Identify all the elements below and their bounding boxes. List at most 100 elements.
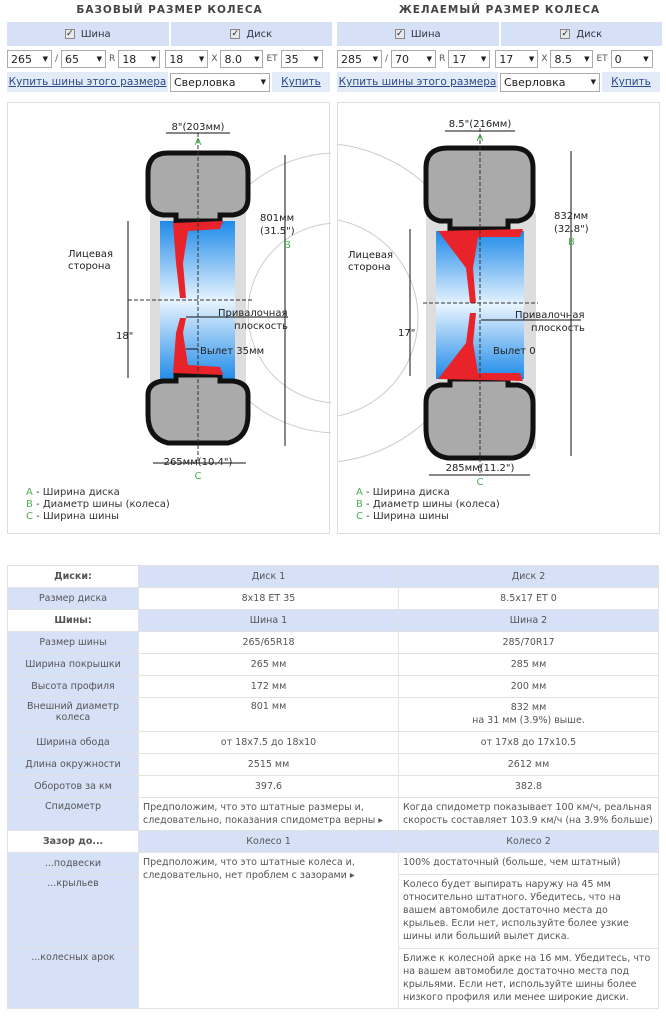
row-label: ...колесных арок [7, 948, 139, 1009]
tire-width-label: 265мм(10.4") [164, 457, 233, 468]
rim-size-label: 18" [116, 331, 133, 342]
desired-disk-width-select[interactable]: 8.5▼ [550, 50, 594, 68]
mount-label-1: Привалочная [218, 308, 288, 319]
mark-b: B [568, 237, 575, 248]
table-row: ...крыльев Колесо будет выпирать наружу … [7, 874, 659, 949]
dropdown-arrow-icon: ▼ [426, 55, 433, 63]
mount-label-2: плоскость [234, 321, 288, 332]
checkbox-icon[interactable]: ✓ [560, 29, 571, 39]
checkbox-icon[interactable]: ✓ [64, 29, 75, 39]
legend: A - Ширина диска B - Диаметр шины (колес… [356, 487, 500, 522]
clearance-note-1[interactable]: Предположим, что это штатные колеса и, с… [138, 852, 399, 1009]
desired-tire-width-select[interactable]: 285▼ [337, 50, 382, 68]
base-disk-toggle[interactable]: ✓Диск [170, 22, 332, 46]
table-row: Шины: Шина 1 Шина 2 [7, 609, 659, 632]
mark-b: B [284, 240, 291, 251]
checkbox-icon[interactable]: ✓ [394, 29, 405, 39]
base-tire-toggle[interactable]: ✓ Шина [7, 22, 169, 46]
desired-wheel-drawing: 8.5"(216мм) A 832мм (32.8") B Лицевая ст… [338, 119, 589, 488]
desired-drilling-select[interactable]: Сверловка▼ [500, 72, 600, 92]
r-label: R [439, 54, 446, 64]
disk2-header: Диск 2 [398, 565, 659, 588]
row-label: Размер диска [7, 587, 139, 610]
base-drilling-select[interactable]: Сверловка▼ [170, 72, 270, 92]
rim-size-label: 17" [398, 328, 415, 339]
cell-value: от 17x8 до 17x10.5 [398, 731, 659, 754]
tire-label: Шина [410, 28, 441, 40]
mount-label-2: плоскость [531, 323, 585, 334]
tire-label: Шина [80, 28, 111, 40]
table-row: Ширина покрышки 265 мм 285 мм [7, 653, 659, 676]
desired-tire-diameter-select[interactable]: 17▼ [448, 50, 491, 68]
base-wheel-panel: БАЗОВЫЙ РАЗМЕР КОЛЕСА ✓Шина ✓Диск 265▼ /… [7, 0, 332, 92]
x-label: X [211, 54, 218, 64]
desired-disk-et-select[interactable]: 0▼ [610, 50, 653, 68]
cell-value: 8x18 ET 35 [138, 587, 399, 610]
desired-buy-tires-link[interactable]: Купить шины этого размера [337, 72, 498, 92]
rim-spoke [438, 313, 523, 381]
dropdown-arrow-icon: ▼ [260, 78, 266, 86]
base-disk-et-select[interactable]: 35▼ [280, 50, 323, 68]
desired-disk-toggle[interactable]: ✓Диск [500, 22, 662, 46]
diameter-mm: 801мм [260, 213, 294, 224]
base-title: БАЗОВЫЙ РАЗМЕР КОЛЕСА [76, 4, 263, 16]
table-row: ...подвески Предположим, что это штатные… [7, 852, 659, 1009]
base-wheel-diagram: 8"(203мм) A 801мм (31.5") B Лицевая стор… [7, 102, 331, 534]
face-label-2: сторона [348, 262, 391, 273]
dropdown-arrow-icon: ▼ [372, 55, 378, 63]
legend: A - Ширина диска B - Диаметр шины (колес… [26, 487, 170, 522]
dropdown-arrow-icon: ▼ [96, 55, 103, 63]
dropdown-arrow-icon: ▼ [254, 55, 260, 63]
cell-value: 397.6 [138, 775, 399, 798]
desired-tire-profile-select[interactable]: 70▼ [391, 50, 437, 68]
base-buy-tires-link[interactable]: Купить шины этого размера [7, 72, 168, 92]
mark-c: C [195, 471, 202, 482]
cell-value: Ближе к колесной арке на 16 мм. Убедитес… [398, 948, 659, 1009]
row-label: Оборотов за км [7, 775, 139, 798]
et-label: ET [596, 54, 608, 64]
row-label: Ширина покрышки [7, 653, 139, 676]
tire-width-label: 285мм(11.2") [446, 463, 515, 474]
row-label: Длина окружности [7, 753, 139, 776]
row-label: ...крыльев [7, 874, 139, 949]
cell-value: 8.5x17 ET 0 [398, 587, 659, 610]
row-label: Высота профиля [7, 675, 139, 698]
desired-disk-diameter-select[interactable]: 17▼ [495, 50, 539, 68]
base-buy-disk-link[interactable]: Купить [272, 72, 330, 92]
rim-spoke [173, 318, 223, 375]
desired-buy-disk-link[interactable]: Купить [602, 72, 660, 92]
base-disk-diameter-select[interactable]: 18▼ [165, 50, 209, 68]
et-label: ET [266, 54, 278, 64]
mount-label-1: Привалочная [515, 310, 585, 321]
cell-value: Колесо будет выпирать наружу на 45 мм от… [398, 874, 659, 949]
x-label: X [541, 54, 548, 64]
rim-spoke [438, 229, 523, 303]
tire1-header: Шина 1 [138, 609, 399, 632]
base-tire-profile-select[interactable]: 65▼ [61, 50, 107, 68]
speedo-note-1[interactable]: Предположим, что это штатные размеры и, … [138, 797, 399, 831]
table-row: Размер шины 265/65R18 285/70R17 [7, 631, 659, 654]
desired-tire-toggle[interactable]: ✓ Шина [337, 22, 499, 46]
table-row: Диски: Диск 1 Диск 2 [7, 565, 659, 588]
tires-header: Шины: [7, 609, 139, 632]
dropdown-arrow-icon: ▼ [42, 55, 48, 63]
dropdown-arrow-icon: ▼ [528, 55, 535, 63]
comparison-table: Диски: Диск 1 Диск 2 Размер диска 8x18 E… [7, 565, 659, 1009]
disk1-header: Диск 1 [138, 565, 399, 588]
cell-value: 265/65R18 [138, 631, 399, 654]
base-tire-diameter-select[interactable]: 18▼ [118, 50, 161, 68]
base-disk-width-select[interactable]: 8.0▼ [220, 50, 264, 68]
wheel1-header: Колесо 1 [138, 830, 399, 853]
tire2-header: Шина 2 [398, 609, 659, 632]
checkbox-icon[interactable]: ✓ [230, 29, 241, 39]
cell-value: от 18x7.5 до 18x10 [138, 731, 399, 754]
desired-title: ЖЕЛАЕМЫЙ РАЗМЕР КОЛЕСА [398, 4, 601, 16]
base-tire-width-select[interactable]: 265▼ [7, 50, 52, 68]
clearance-header: Зазор до... [7, 830, 139, 853]
row-label: Спидометр [7, 797, 139, 831]
cell-value: 2515 мм [138, 753, 399, 776]
table-row: ...колесных арок Ближе к колесной арке н… [7, 948, 659, 1009]
row-label: Ширина обода [7, 731, 139, 754]
mark-a: A [195, 137, 202, 148]
